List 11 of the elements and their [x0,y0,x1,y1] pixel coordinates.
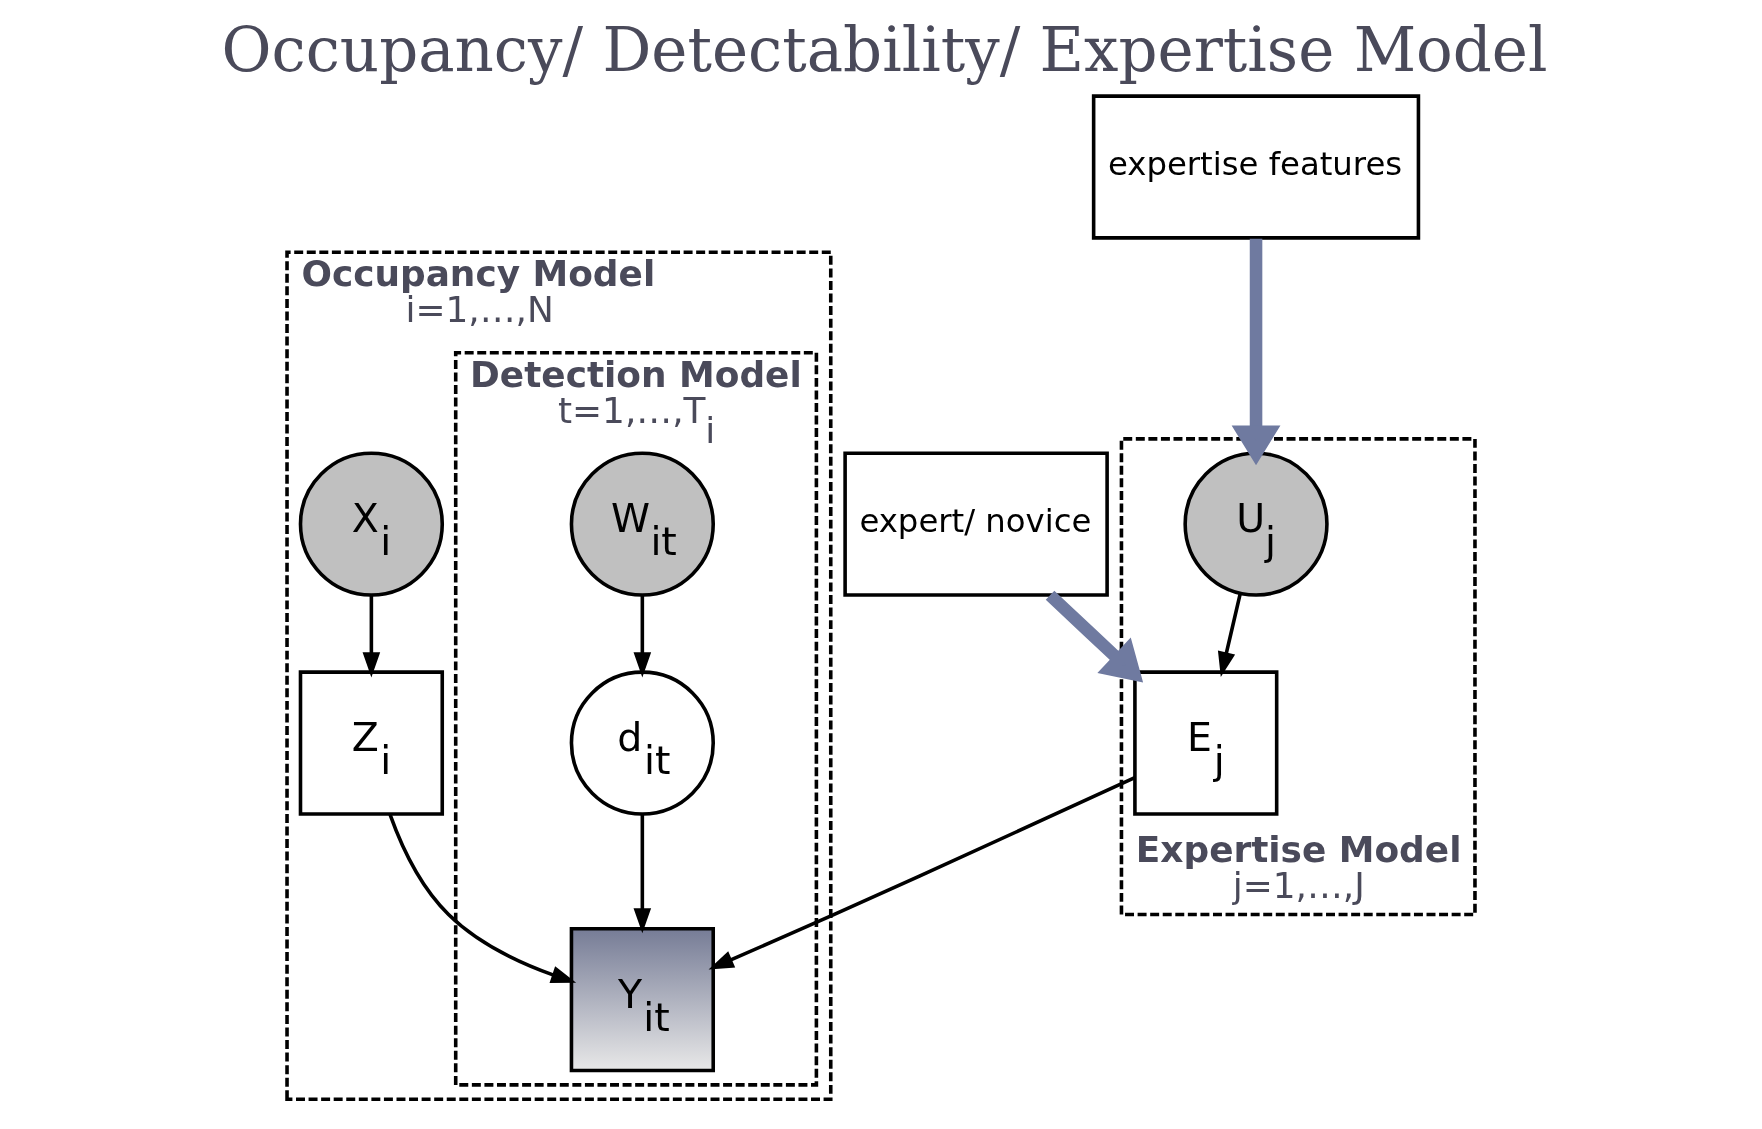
arrow [633,595,652,678]
arrow [1217,593,1243,677]
node-box: expertise features [1091,94,1421,240]
arrow [1231,238,1281,466]
diagram-title: Occupancy/ Detectability/ Expertise Model [221,14,1548,86]
arrow [708,776,1136,970]
arrow [362,595,381,678]
arrow [388,813,577,983]
arrow [633,814,652,934]
node-box: expert/ novice [843,451,1109,597]
arrow [1045,590,1144,683]
